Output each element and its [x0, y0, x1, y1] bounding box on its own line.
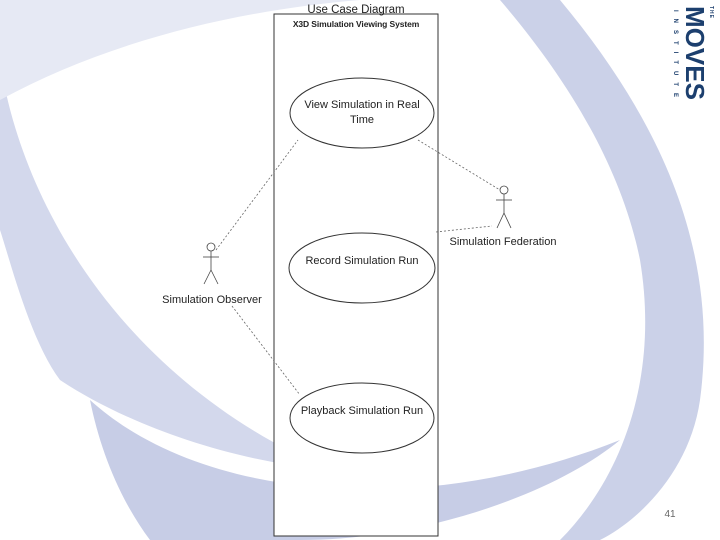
actor-observer-figure	[203, 242, 219, 285]
actor-federation-figure	[496, 185, 512, 229]
logo-moves-text: MOVES	[680, 6, 710, 100]
logo-institute-text: INSTITUTE	[672, 10, 678, 104]
assoc-federation-record	[435, 225, 493, 233]
assoc-observer-view	[215, 139, 299, 251]
moves-institute-logo: THE MOVES INSTITUTE	[664, 6, 716, 130]
use-case-label-playback-run: Playback Simulation Run	[300, 405, 424, 417]
use-case-playback-run	[289, 382, 435, 454]
assoc-observer-playback	[231, 305, 301, 396]
actor-label-federation: Simulation Federation	[449, 236, 557, 248]
use-case-record-run	[288, 232, 436, 304]
assoc-federation-view	[417, 139, 501, 191]
swoosh-top	[0, 0, 360, 100]
diagram-title: Use Case Diagram	[307, 4, 405, 16]
use-case-label-record-run: Record Simulation Run	[305, 255, 419, 267]
system-name: X3D Simulation Viewing System	[292, 19, 420, 29]
swoosh-bottom	[90, 400, 620, 540]
use-case-label-view-realtime: View Simulation in Real Time	[304, 99, 420, 126]
swoosh-right	[500, 0, 704, 540]
swoosh-left	[0, 60, 330, 470]
page-number: 41	[664, 509, 676, 520]
use-case-view-realtime	[289, 77, 435, 149]
actor-label-observer: Simulation Observer	[162, 294, 262, 306]
